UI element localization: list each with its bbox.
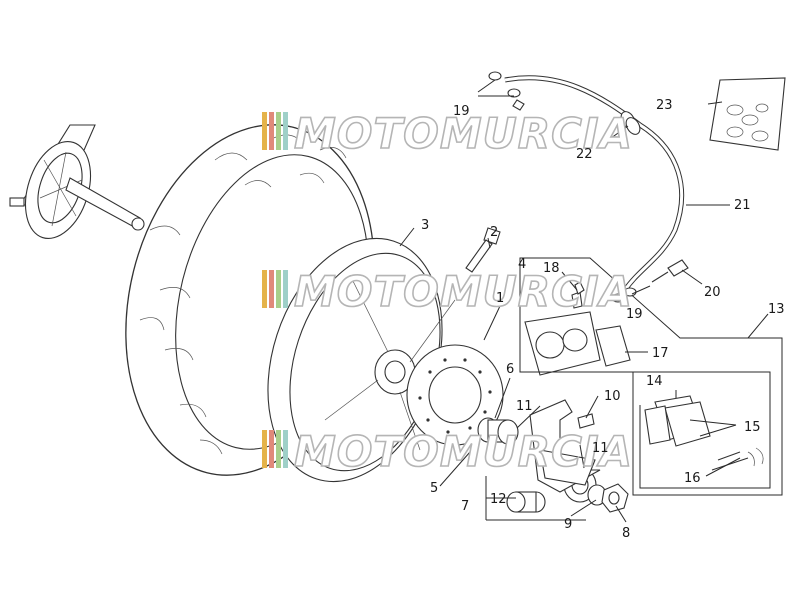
callout-10: 10 — [604, 389, 621, 404]
watermark-text: MOTOMURCIA — [294, 109, 633, 158]
axle-bolt — [465, 227, 501, 273]
callout-5: 5 — [430, 481, 438, 496]
callout-4: 4 — [518, 257, 526, 272]
brake-disc — [406, 344, 504, 446]
callout-18: 18 — [543, 261, 560, 276]
callout-23: 23 — [656, 98, 673, 113]
callout-3: 3 — [421, 218, 429, 233]
callout-16: 16 — [684, 471, 701, 486]
callout-20: 20 — [704, 285, 721, 300]
callout-1: 1 — [496, 291, 504, 306]
callout-14: 14 — [646, 374, 663, 389]
callout-15: 15 — [744, 420, 761, 435]
rear-hub-assembly — [9, 124, 145, 239]
callout-labels: 1 2 3 4 5 6 7 8 9 10 11 11 12 13 14 15 1… — [421, 98, 785, 541]
group-outline-pads — [605, 371, 771, 489]
caliper-bracket — [529, 399, 601, 493]
callout-17: 17 — [652, 346, 669, 361]
callout-8: 8 — [622, 526, 630, 541]
watermark-top: MOTOMURCIA — [262, 108, 633, 159]
callout-22: 22 — [576, 147, 593, 162]
callout-7: 7 — [461, 499, 469, 514]
callout-6: 6 — [506, 362, 514, 377]
watermarks: MOTOMURCIA MOTOMURCIA MOTOMURCIA — [262, 108, 633, 477]
group-outline-13 — [519, 257, 783, 496]
callout-2: 2 — [490, 225, 498, 240]
callout-12: 12 — [490, 492, 507, 507]
leader-lines — [399, 79, 769, 523]
callout-19b: 19 — [626, 307, 643, 322]
brake-pads — [644, 395, 711, 447]
pad-spring — [595, 325, 631, 367]
brake-hose — [504, 75, 684, 292]
watermark-middle: MOTOMURCIA — [262, 266, 633, 317]
watermark-bottom: MOTOMURCIA — [262, 426, 633, 477]
callout-21: 21 — [734, 198, 751, 213]
callout-13: 13 — [768, 302, 785, 317]
callout-9: 9 — [564, 517, 572, 532]
brake-caliper — [524, 281, 601, 376]
callout-19a: 19 — [453, 104, 470, 119]
gasket-kit — [709, 77, 786, 151]
watermark-text: MOTOMURCIA — [294, 267, 633, 316]
callout-11b: 11 — [592, 441, 609, 456]
watermark-text: MOTOMURCIA — [294, 427, 633, 476]
banjo-bolt — [667, 259, 689, 277]
wheel-rim — [267, 237, 456, 483]
hose-washers — [488, 71, 637, 303]
caliper-pins — [711, 447, 764, 471]
callout-11a: 11 — [516, 399, 533, 414]
